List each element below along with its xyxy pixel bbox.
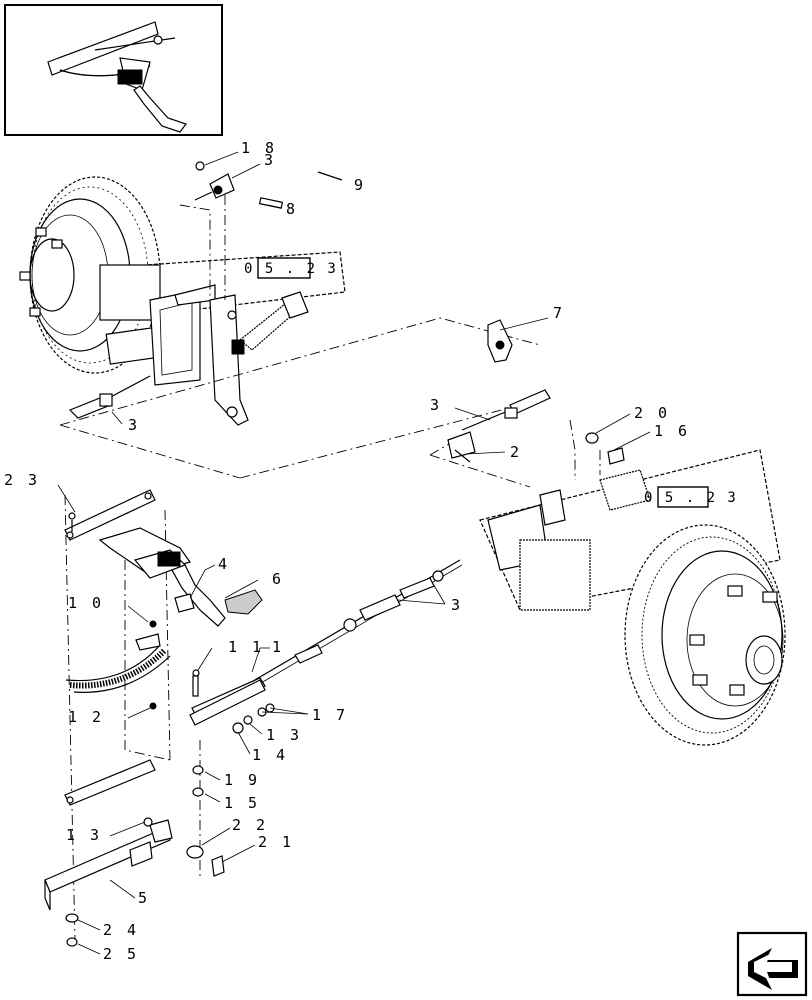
cable-end-left [68,375,151,419]
mounting-plate-upper [64,489,156,541]
section-ref-label: 0 5 . 2 3 [244,261,338,277]
callout-3-left: 3 [128,416,140,434]
assembly-thumbnail [4,4,223,136]
callout-2: 2 [510,443,522,461]
pedal-pad [224,589,263,615]
callout-15: 1 5 [224,794,260,812]
callout-24: 2 4 [103,921,139,939]
callout-16: 1 6 [654,422,690,440]
callout-leaders [57,151,651,955]
callout-18: 1 8 [241,139,277,157]
release-rod [189,669,266,726]
callout-6: 6 [272,570,284,588]
callout-1: 1 [272,638,284,656]
callout-13-lower: 1 3 [66,826,102,844]
callout-25: 2 5 [103,945,139,963]
section-ref-lower[interactable]: 0 5 . 2 3 [644,486,738,508]
callout-9: 9 [354,176,366,194]
callout-22: 2 2 [232,816,268,834]
pedal-lever [98,527,226,627]
section-ref-upper[interactable]: 0 5 . 2 3 [244,257,338,279]
callout-13-upper: 1 3 [266,726,302,744]
callout-labels: 1 8 3 9 8 3 7 3 2 2 0 1 6 2 3 4 6 3 1 0 … [4,139,690,963]
callout-21: 2 1 [258,833,294,851]
callout-17: 1 7 [312,706,348,724]
callout-3-top: 3 [264,151,276,169]
support-bracket [44,817,173,947]
left-wheel-hub [19,176,161,374]
next-page-arrow-icon[interactable] [736,931,808,997]
callout-23: 2 3 [4,471,40,489]
ratchet-sector [65,620,171,710]
callout-4: 4 [218,555,230,573]
section-ref-label: 0 5 . 2 3 [644,490,738,506]
callout-8: 8 [286,200,298,218]
mounting-plate-lower [64,759,156,806]
callout-3-cable: 3 [451,596,463,614]
callout-11: 1 1 [228,638,264,656]
callout-7: 7 [553,304,565,322]
cable-end-right [447,319,551,463]
right-wheel-drum [624,524,786,746]
callout-14: 1 4 [252,746,288,764]
callout-19: 1 9 [224,771,260,789]
clevis-parts [179,161,343,300]
brake-lever-assembly [149,284,249,426]
callout-5: 5 [138,889,150,907]
washer-nut-right [585,432,625,465]
callout-20: 2 0 [634,404,670,422]
callout-10: 1 0 [68,594,104,612]
callout-3-right: 3 [430,396,442,414]
hardware-small [186,703,275,877]
callout-12: 1 2 [68,708,104,726]
